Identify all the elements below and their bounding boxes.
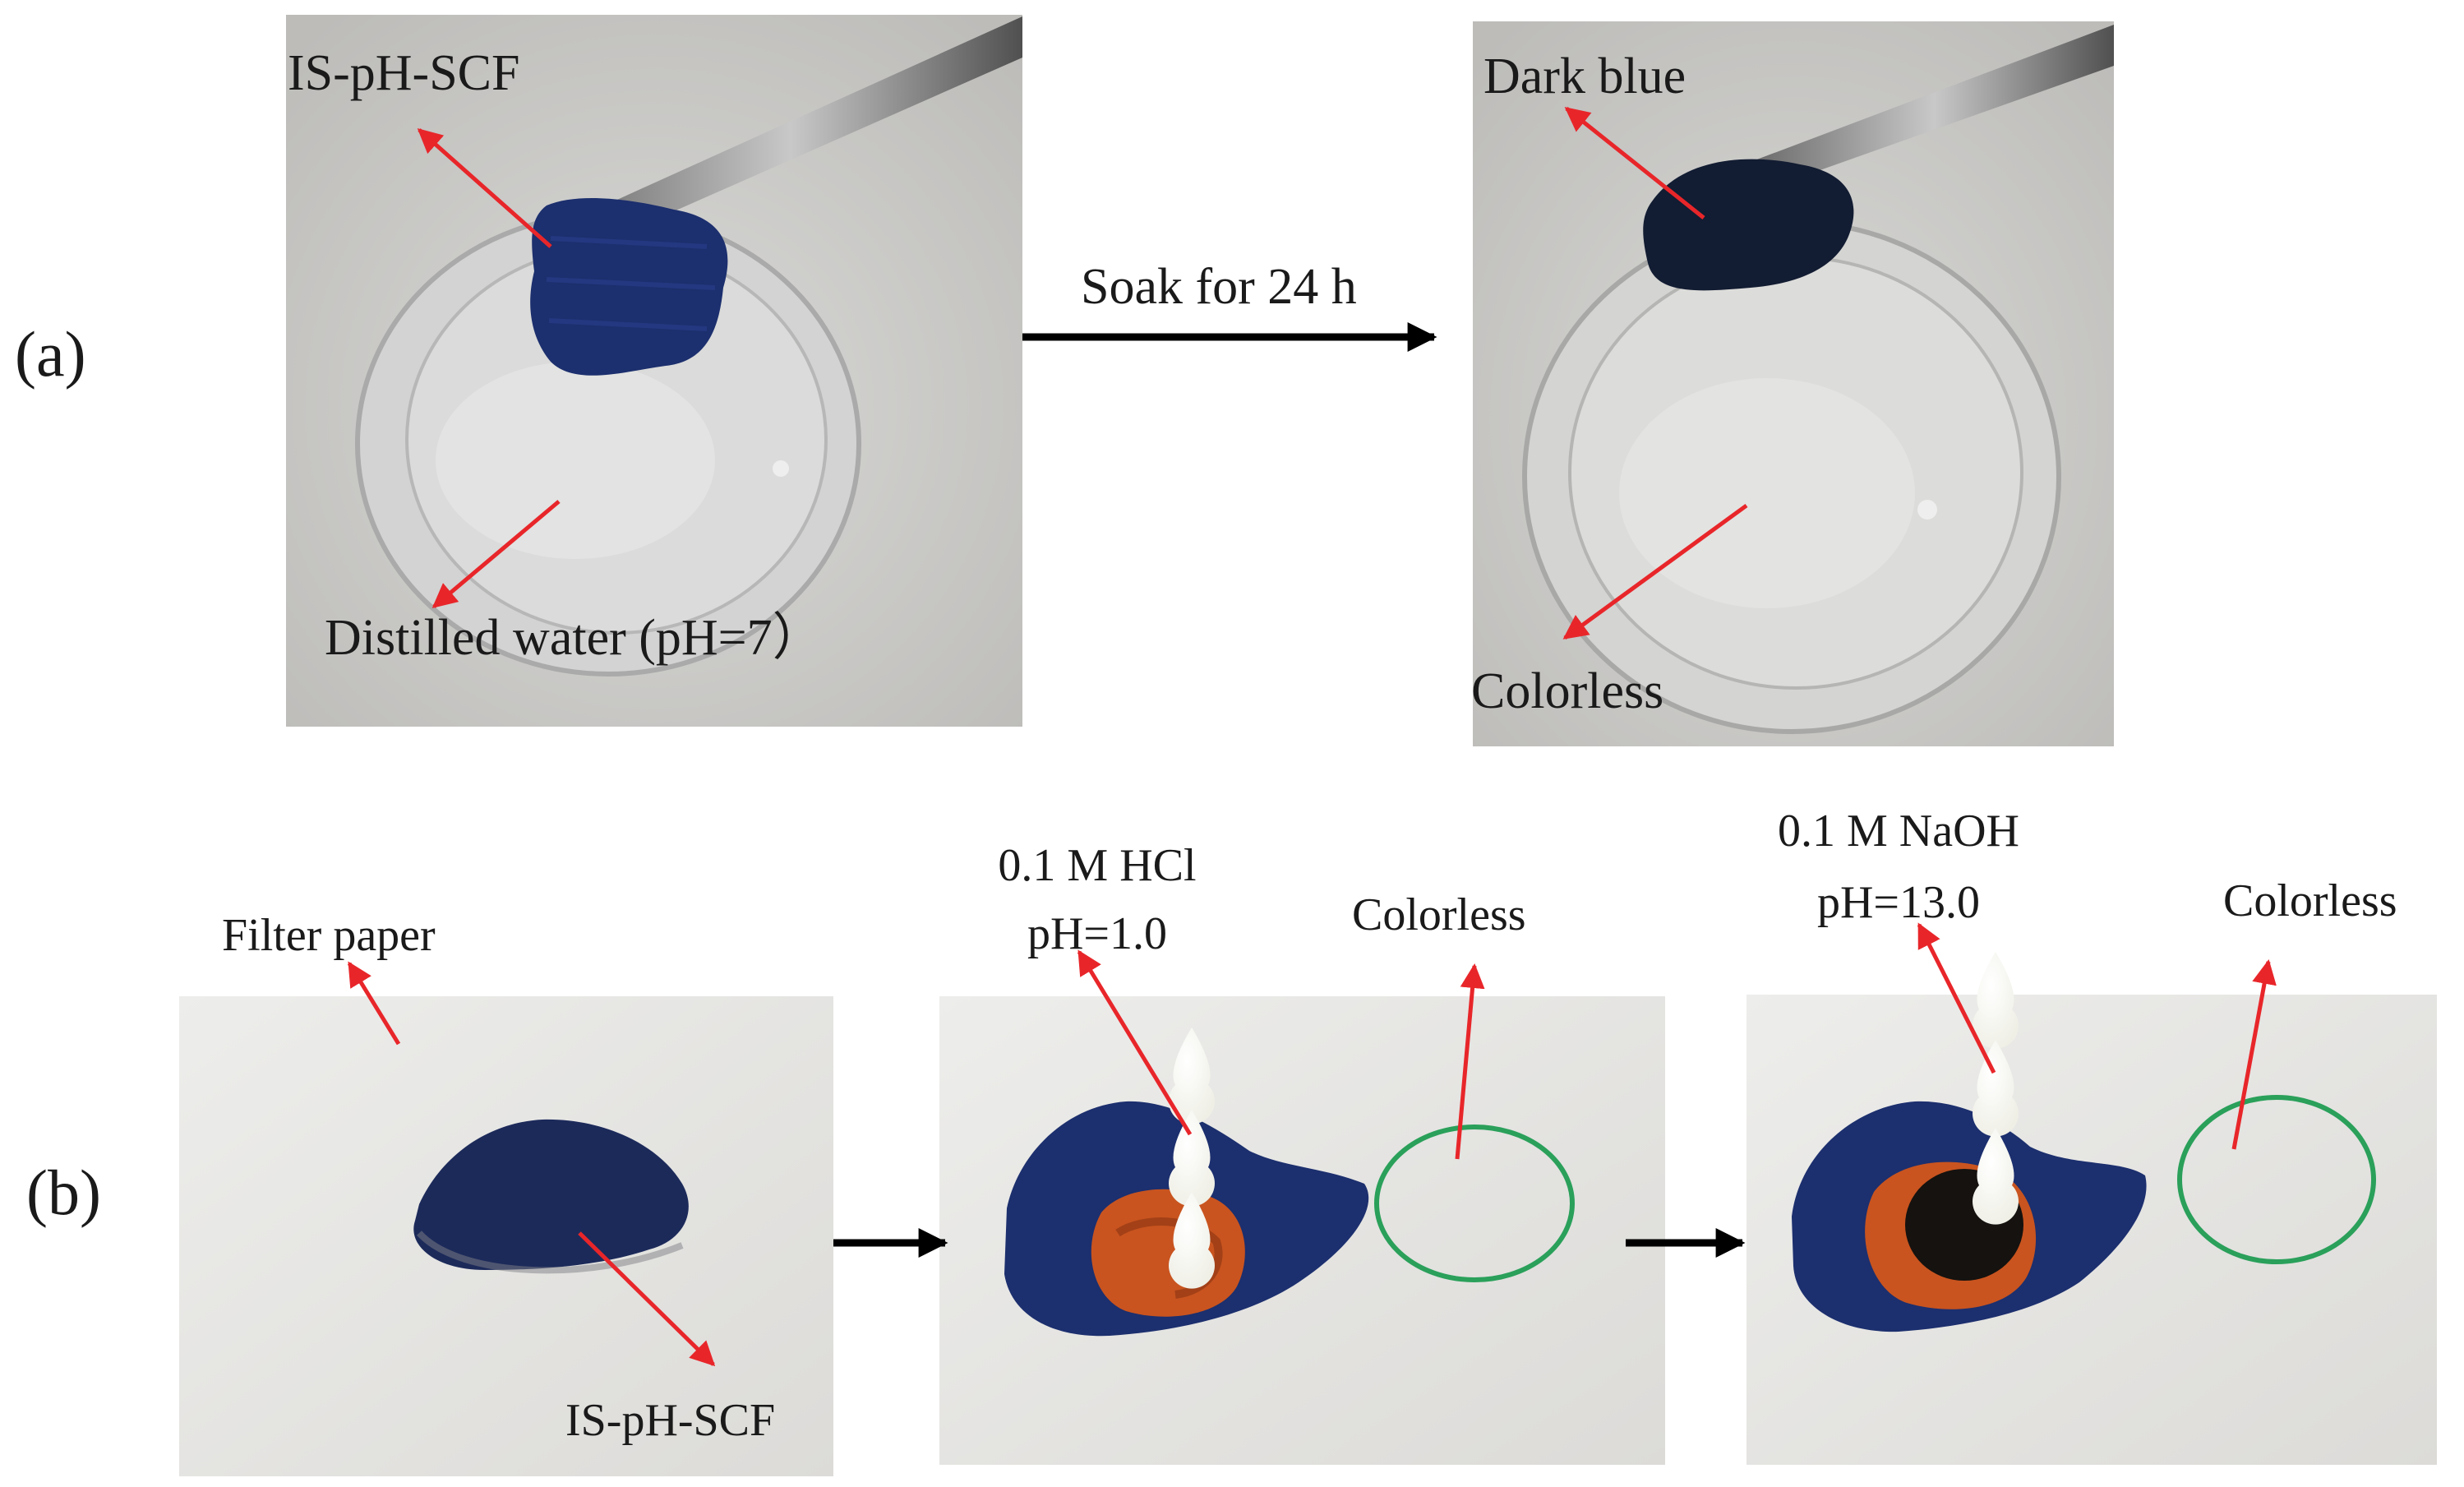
drop-icon <box>1169 1110 1216 1207</box>
naoh-reagent-label: 0.1 M NaOH <box>1778 806 2019 857</box>
highlight-circle <box>2177 1095 2376 1264</box>
drop-icon <box>1973 1128 2019 1225</box>
naoh-ph-label: pH=13.0 <box>1816 877 1981 928</box>
tweezers <box>1755 25 2114 189</box>
fabric-texture <box>546 236 716 331</box>
arrow-to-filter-paper-label <box>347 961 401 1046</box>
panel-b-photo-3 <box>1746 952 2437 1465</box>
is-ph-scf-label-b: IS-pH-SCF <box>565 1395 776 1446</box>
panel-b-label: (b) <box>26 1157 101 1228</box>
arrow-to-hcl-label <box>1077 949 1193 1136</box>
panel-b-photo-1 <box>179 996 833 1476</box>
hcl-ph-label: pH=1.0 <box>1027 908 1168 959</box>
fabric-sample <box>530 197 728 376</box>
water-droplet <box>1917 500 1937 520</box>
colorless-label-naoh: Colorless <box>2223 875 2397 926</box>
is-ph-scf-label-a: IS-pH-SCF <box>288 45 520 101</box>
distilled-water-label: Distilled water (pH=7） <box>325 610 824 666</box>
drop-icon <box>1973 1040 2019 1137</box>
annotation-arrows <box>347 107 2277 1367</box>
colorless-label-hcl: Colorless <box>1352 889 1526 940</box>
panel-a-label: (a) <box>15 318 86 390</box>
tweezers <box>559 16 1022 255</box>
arrow-to-colorless-label-a <box>1562 503 1748 640</box>
panel-b-photo-2 <box>939 996 1665 1465</box>
panel-a-photo-1 <box>286 15 1022 727</box>
water-droplet <box>773 460 789 477</box>
drop-icon <box>1169 1192 1216 1289</box>
arrow-to-colorless-label-naoh <box>2231 959 2277 1150</box>
arrow-to-naoh-label <box>1917 922 1996 1074</box>
dark-blue-label: Dark blue <box>1483 48 1687 104</box>
fabric-sample <box>1643 159 1854 291</box>
arrow-to-colorless-label-hcl <box>1455 963 1485 1160</box>
arrow-to-distilled-water-label <box>431 500 561 608</box>
arrow-to-dark-blue-label <box>1564 107 1705 219</box>
hcl-reagent-label: 0.1 M HCl <box>998 840 1197 891</box>
fabric-sample <box>413 1119 689 1270</box>
colorless-label-a: Colorless <box>1471 663 1664 719</box>
drop-icon <box>1169 1028 1216 1124</box>
panel-a-photo-2 <box>1473 21 2114 746</box>
highlight-circle <box>1374 1124 1575 1282</box>
fabric-shadow <box>417 1231 684 1274</box>
arrow-to-is-ph-scf-label-b <box>578 1231 716 1367</box>
water-reflection <box>1619 378 1915 608</box>
drop-icon <box>1973 952 2019 1049</box>
filter-paper-label: Filter paper <box>222 910 436 961</box>
soak-step-label: Soak for 24 h <box>1081 259 1357 315</box>
water-reflection <box>436 362 715 559</box>
arrow-to-is-ph-scf-label <box>417 128 552 248</box>
flow-arrows <box>833 322 1746 1258</box>
